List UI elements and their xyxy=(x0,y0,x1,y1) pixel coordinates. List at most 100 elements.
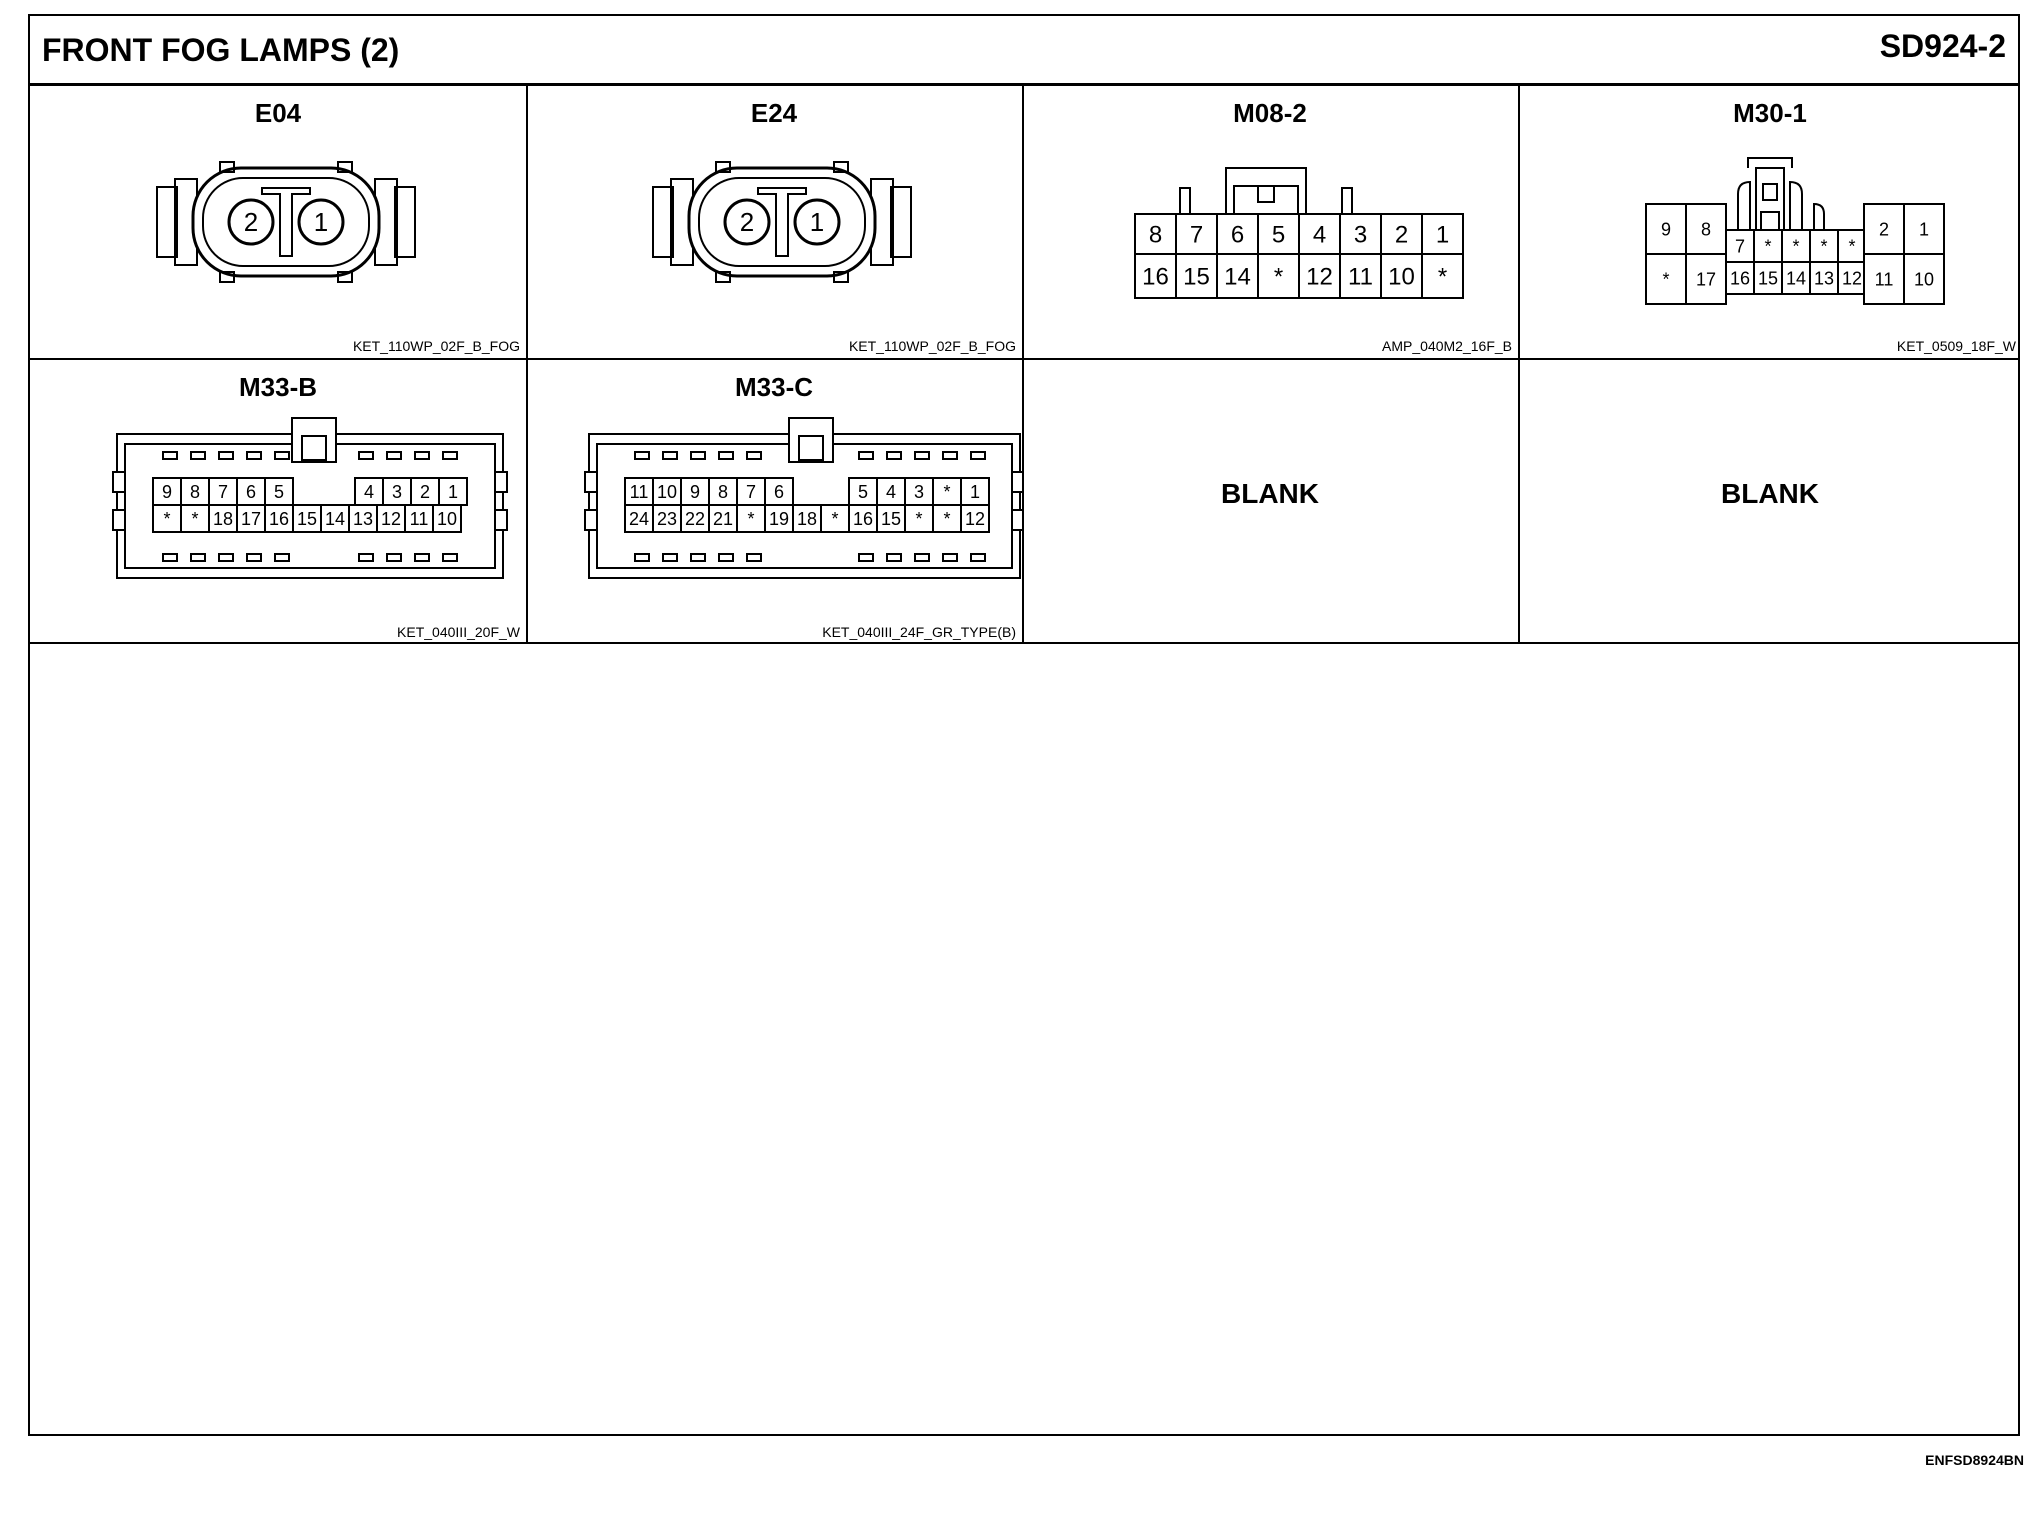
pin-label: 3 xyxy=(914,482,924,502)
pin-label: 1 xyxy=(314,207,328,237)
pin-label: 14 xyxy=(325,509,345,529)
pin-cell xyxy=(438,477,468,506)
pin-label: 9 xyxy=(690,482,700,502)
connector-type: KET_0509_18F_W xyxy=(1896,338,2016,354)
pin-label: 12 xyxy=(1306,264,1333,291)
pin-label: 14 xyxy=(1224,264,1251,291)
page-title: FRONT FOG LAMPS (2) xyxy=(42,32,400,68)
pin-cell xyxy=(680,477,710,506)
connector-type: KET_110WP_02F_B_FOG xyxy=(848,338,1016,354)
pin-label: 18 xyxy=(797,509,817,529)
pin-label: 2 xyxy=(244,207,258,237)
connector-grid: E04 2 1 KET_110WP_02F_B_FOG E2 xyxy=(30,84,2018,644)
pin-label: 6 xyxy=(774,482,784,502)
pin-label: * xyxy=(1792,236,1799,256)
connector-name: M33-B xyxy=(238,372,317,402)
connector-name: M30-1 xyxy=(1733,98,1807,128)
header: FRONT FOG LAMPS (2) SD924-2 xyxy=(30,16,2018,86)
connector-name: E04 xyxy=(254,98,302,128)
pin-label: 6 xyxy=(246,482,256,502)
pin-label: 10 xyxy=(657,482,677,502)
pin-cell xyxy=(1809,229,1839,263)
pin-label: 16 xyxy=(1730,268,1750,288)
pin-cell xyxy=(264,477,294,506)
pin-cell xyxy=(1645,253,1687,305)
pin-label: 9 xyxy=(162,482,172,502)
blank-label: BLANK xyxy=(1721,478,1819,509)
pin-label: * xyxy=(831,509,838,529)
pin-label: 5 xyxy=(1272,222,1285,249)
pin-cell xyxy=(1380,253,1423,299)
pin-cell xyxy=(432,504,462,533)
diagram-frame: FRONT FOG LAMPS (2) SD924-2 E04 xyxy=(28,14,2020,1436)
pin-label: 16 xyxy=(269,509,289,529)
pin-label: 18 xyxy=(213,509,233,529)
pin-label: 14 xyxy=(1786,268,1806,288)
pin-label: 12 xyxy=(381,509,401,529)
connector-name: E24 xyxy=(750,98,798,128)
pin-label: 13 xyxy=(1814,268,1834,288)
pin-cell xyxy=(1421,213,1464,255)
pin-label: 11 xyxy=(1348,264,1373,291)
pin-label: 2 xyxy=(420,482,430,502)
pin-label: 1 xyxy=(810,207,824,237)
pin-label: * xyxy=(1274,264,1283,291)
pin-label: * xyxy=(915,509,922,529)
pin-label: * xyxy=(1662,269,1669,289)
pin-label: 15 xyxy=(1758,268,1778,288)
pin-cell xyxy=(1421,253,1464,299)
pin-cell xyxy=(708,504,738,533)
pin-label: 4 xyxy=(1313,222,1326,249)
pin-label: 13 xyxy=(353,509,373,529)
connector-type: AMP_040M2_16F_B xyxy=(1382,338,1512,354)
pin-label: 8 xyxy=(190,482,200,502)
pin-label: 10 xyxy=(1388,264,1415,291)
pin-cell xyxy=(1863,253,1905,305)
pin-label: 8 xyxy=(1149,222,1162,249)
pin-label: 15 xyxy=(297,509,317,529)
pin-label: 24 xyxy=(629,509,649,529)
pin-cell xyxy=(1685,203,1727,255)
pin-label: 15 xyxy=(1183,264,1210,291)
pin-cell xyxy=(652,504,682,533)
pin-label: 8 xyxy=(718,482,728,502)
blank-cell-2: BLANK xyxy=(1518,358,2022,644)
pin-label: 5 xyxy=(274,482,284,502)
pin-label: 12 xyxy=(965,509,985,529)
pin-cell xyxy=(960,504,990,533)
pin-label: * xyxy=(1820,236,1827,256)
pin-cell xyxy=(404,504,434,533)
pin-label: 10 xyxy=(1914,269,1934,289)
pin-label: 7 xyxy=(746,482,756,502)
pin-label: 15 xyxy=(881,509,901,529)
pin-cell xyxy=(1134,213,1177,255)
pin-label: * xyxy=(943,482,950,502)
pin-cell xyxy=(1903,253,1945,305)
footer-code: ENFSD8924BN xyxy=(1925,1452,2024,1468)
connector-name: M33-C xyxy=(734,372,813,402)
pin-label: 2 xyxy=(740,207,754,237)
pin-label: 5 xyxy=(858,482,868,502)
pin-label: 23 xyxy=(657,509,677,529)
pin-label: 2 xyxy=(1395,222,1408,249)
pin-cell xyxy=(1134,253,1177,299)
pin-cell xyxy=(624,504,654,533)
pin-label: 17 xyxy=(1696,269,1716,289)
pin-cell xyxy=(932,504,962,533)
pin-cell xyxy=(208,504,238,533)
connector-type: KET_040III_20F_W xyxy=(397,624,520,640)
pin-label: 10 xyxy=(437,509,457,529)
pin-label: 1 xyxy=(970,482,980,502)
pin-label: 7 xyxy=(218,482,228,502)
pin-label: 6 xyxy=(1231,222,1244,249)
connector-e04: E04 2 1 KET_110WP_02F_B_FOG xyxy=(30,84,526,358)
pin-label: 1 xyxy=(1436,222,1449,249)
pin-label: 3 xyxy=(392,482,402,502)
pin-label: 7 xyxy=(1190,222,1203,249)
pin-cell xyxy=(1685,253,1727,305)
